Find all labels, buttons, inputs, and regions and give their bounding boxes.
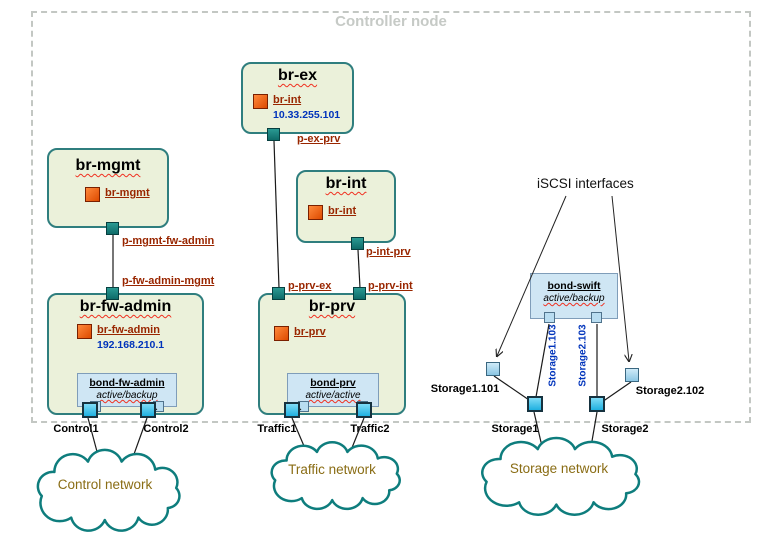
bridge-icon xyxy=(253,94,268,109)
label-storage2-102: Storage2.102 xyxy=(635,385,705,397)
iscsi-nic-icon-storage1-101 xyxy=(486,362,500,376)
bridge-icon xyxy=(308,205,323,220)
storage-network-cloud xyxy=(482,438,639,515)
port-icon-p-int-prv xyxy=(351,237,364,250)
br-prv-iface-label: br-prv xyxy=(294,326,326,338)
port-label-p-mgmt-fw-admin: p-mgmt-fw-admin xyxy=(122,235,215,247)
nic-icon-control2 xyxy=(140,402,156,418)
nic-label-storage2: Storage2 xyxy=(601,423,649,435)
br-ex-ip: 10.33.255.101 xyxy=(273,109,341,121)
iscsi-nic-icon-storage2-102 xyxy=(625,368,639,382)
port-label-p-fw-admin-mgmt: p-fw-admin-mgmt xyxy=(122,275,215,287)
bond-swift-mode: active/backup xyxy=(543,293,605,304)
br-fw-admin-iface-label: br-fw-admin xyxy=(97,324,160,336)
bridge-br-fw-admin: br-fw-admin br-fw-admin 192.168.210.1 bo… xyxy=(47,293,204,415)
nic-icon-storage1 xyxy=(527,396,543,412)
bridge-br-ex: br-ex br-int 10.33.255.101 xyxy=(241,62,354,134)
controller-node-title: Controller node xyxy=(335,13,447,30)
bridge-br-mgmt: br-mgmt br-mgmt xyxy=(47,148,169,228)
bridge-br-prv: br-prv br-prv bond-prv active/active xyxy=(258,293,406,415)
port-label-p-prv-ex: p-prv-ex xyxy=(288,280,332,292)
port-icon-p-fw-admin-mgmt xyxy=(106,287,119,300)
label-storage2-103: Storage2.103 xyxy=(577,324,589,387)
br-mgmt-title: br-mgmt xyxy=(75,157,141,174)
traffic-network-label: Traffic network xyxy=(288,462,376,477)
iscsi-interfaces-label: iSCSI interfaces xyxy=(537,176,634,191)
nic-label-traffic2: Traffic2 xyxy=(350,423,390,435)
port-label-p-int-prv: p-int-prv xyxy=(366,246,411,258)
br-int-iface-label: br-int xyxy=(328,205,357,217)
nic-label-control2: Control2 xyxy=(143,423,189,435)
br-prv-title: br-prv xyxy=(308,298,356,315)
bond-fw-admin-name: bond-fw-admin xyxy=(89,377,165,389)
label-storage1-103: Storage1.103 xyxy=(547,324,559,387)
port-icon-p-prv-ex xyxy=(272,287,285,300)
br-ex-title: br-ex xyxy=(277,67,318,84)
storage-network-label: Storage network xyxy=(509,461,609,476)
bond-prv-name: bond-prv xyxy=(310,377,356,389)
bond-swift: bond-swift active/backup xyxy=(530,273,618,323)
nic-icon-control1 xyxy=(82,402,98,418)
br-fw-admin-title: br-fw-admin xyxy=(79,298,172,315)
controller-node-frame xyxy=(31,11,751,423)
port-icon-p-mgmt-fw-admin xyxy=(106,222,119,235)
control-network-label: Control network xyxy=(57,477,153,492)
nic-label-traffic1: Traffic1 xyxy=(257,423,297,435)
nic-icon-traffic2 xyxy=(356,402,372,418)
label-storage1-101: Storage1.101 xyxy=(430,383,500,395)
bridge-icon xyxy=(85,187,100,202)
br-int-title: br-int xyxy=(325,175,367,192)
bond-fw-admin-mode: active/backup xyxy=(96,390,158,401)
nic-icon-storage2 xyxy=(589,396,605,412)
br-mgmt-iface-label: br-mgmt xyxy=(105,187,150,199)
bridge-icon xyxy=(274,326,289,341)
port-label-p-ex-prv: p-ex-prv xyxy=(297,133,341,145)
nic-icon-traffic1 xyxy=(284,402,300,418)
br-fw-admin-ip: 192.168.210.1 xyxy=(97,339,165,351)
bridge-icon xyxy=(77,324,92,339)
bond-port-icon xyxy=(591,312,602,323)
port-icon-p-ex-prv xyxy=(267,128,280,141)
nic-label-storage1: Storage1 xyxy=(491,423,539,435)
br-ex-iface-label: br-int xyxy=(273,94,302,106)
port-icon-p-prv-int xyxy=(353,287,366,300)
bond-swift-name: bond-swift xyxy=(547,280,601,292)
port-label-p-prv-int: p-prv-int xyxy=(368,280,413,292)
bridge-br-int: br-int br-int xyxy=(296,170,396,243)
nic-label-control1: Control1 xyxy=(53,423,99,435)
bond-prv-mode: active/active xyxy=(305,390,361,401)
